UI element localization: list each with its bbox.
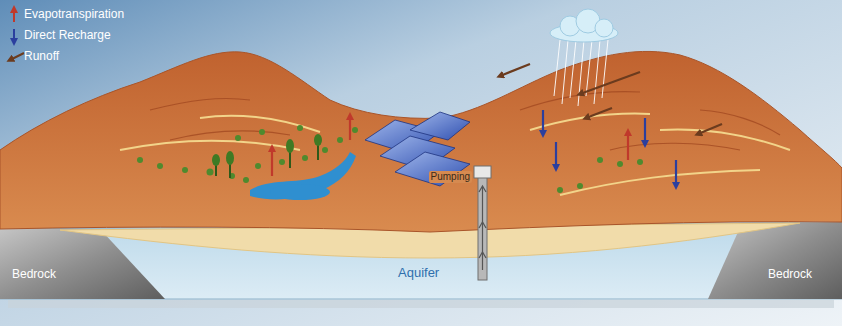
- pumping-well: [474, 166, 491, 280]
- bedrock-label: Bedrock: [768, 268, 812, 282]
- legend-label: Evapotranspiration: [24, 8, 124, 22]
- legend-samples: [10, 9, 24, 60]
- legend-label: Direct Recharge: [24, 29, 111, 43]
- flow-arrows: [272, 64, 722, 186]
- aquifer-label: Aquifer: [398, 266, 439, 281]
- legend-label: Runoff: [24, 50, 59, 64]
- bedrock-label: Bedrock: [12, 268, 56, 282]
- pumping-label: Pumping: [429, 171, 472, 183]
